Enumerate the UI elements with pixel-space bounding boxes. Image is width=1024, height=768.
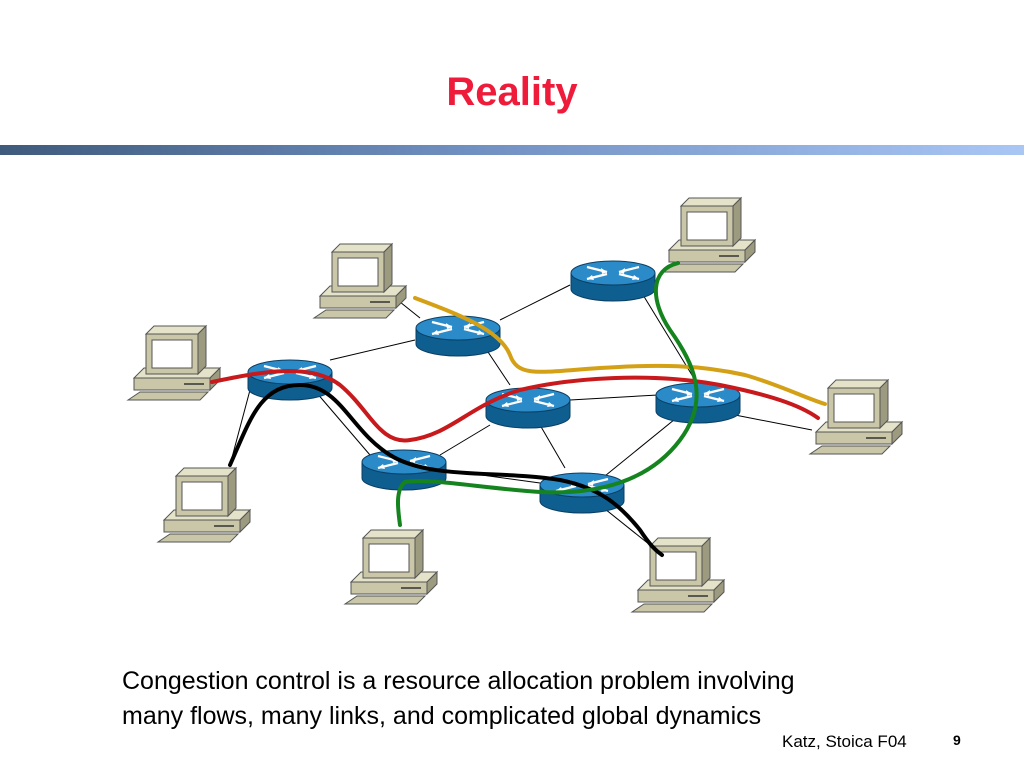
router-b	[414, 314, 502, 358]
link	[539, 424, 566, 469]
router-a	[246, 358, 334, 402]
router-c	[569, 259, 657, 303]
red-flow	[210, 369, 820, 443]
computer-4	[809, 379, 903, 455]
link	[734, 414, 813, 431]
computer-2	[313, 243, 407, 319]
computer-7	[631, 537, 725, 613]
page-number: 9	[953, 732, 961, 748]
title-rule	[0, 145, 1024, 155]
caption-line-2: many flows, many links, and complicated …	[122, 702, 762, 730]
caption-line-1: Congestion control is a resource allocat…	[122, 667, 795, 695]
slide-title: Reality	[446, 70, 578, 114]
footer-credit: Katz, Stoica F04	[782, 732, 907, 751]
link	[599, 504, 651, 546]
link	[329, 339, 416, 361]
computer-5	[157, 467, 251, 543]
computer-3	[662, 197, 756, 273]
gold-flow	[413, 296, 827, 406]
link	[569, 394, 659, 401]
green-flow	[396, 261, 699, 527]
router-d	[484, 386, 572, 430]
caption: Congestion control is a resource allocat…	[122, 664, 942, 734]
computer-1	[127, 325, 221, 401]
computer-6	[344, 529, 438, 605]
link	[499, 284, 571, 321]
link	[599, 414, 681, 481]
link	[439, 424, 491, 456]
black-flow	[228, 382, 664, 557]
